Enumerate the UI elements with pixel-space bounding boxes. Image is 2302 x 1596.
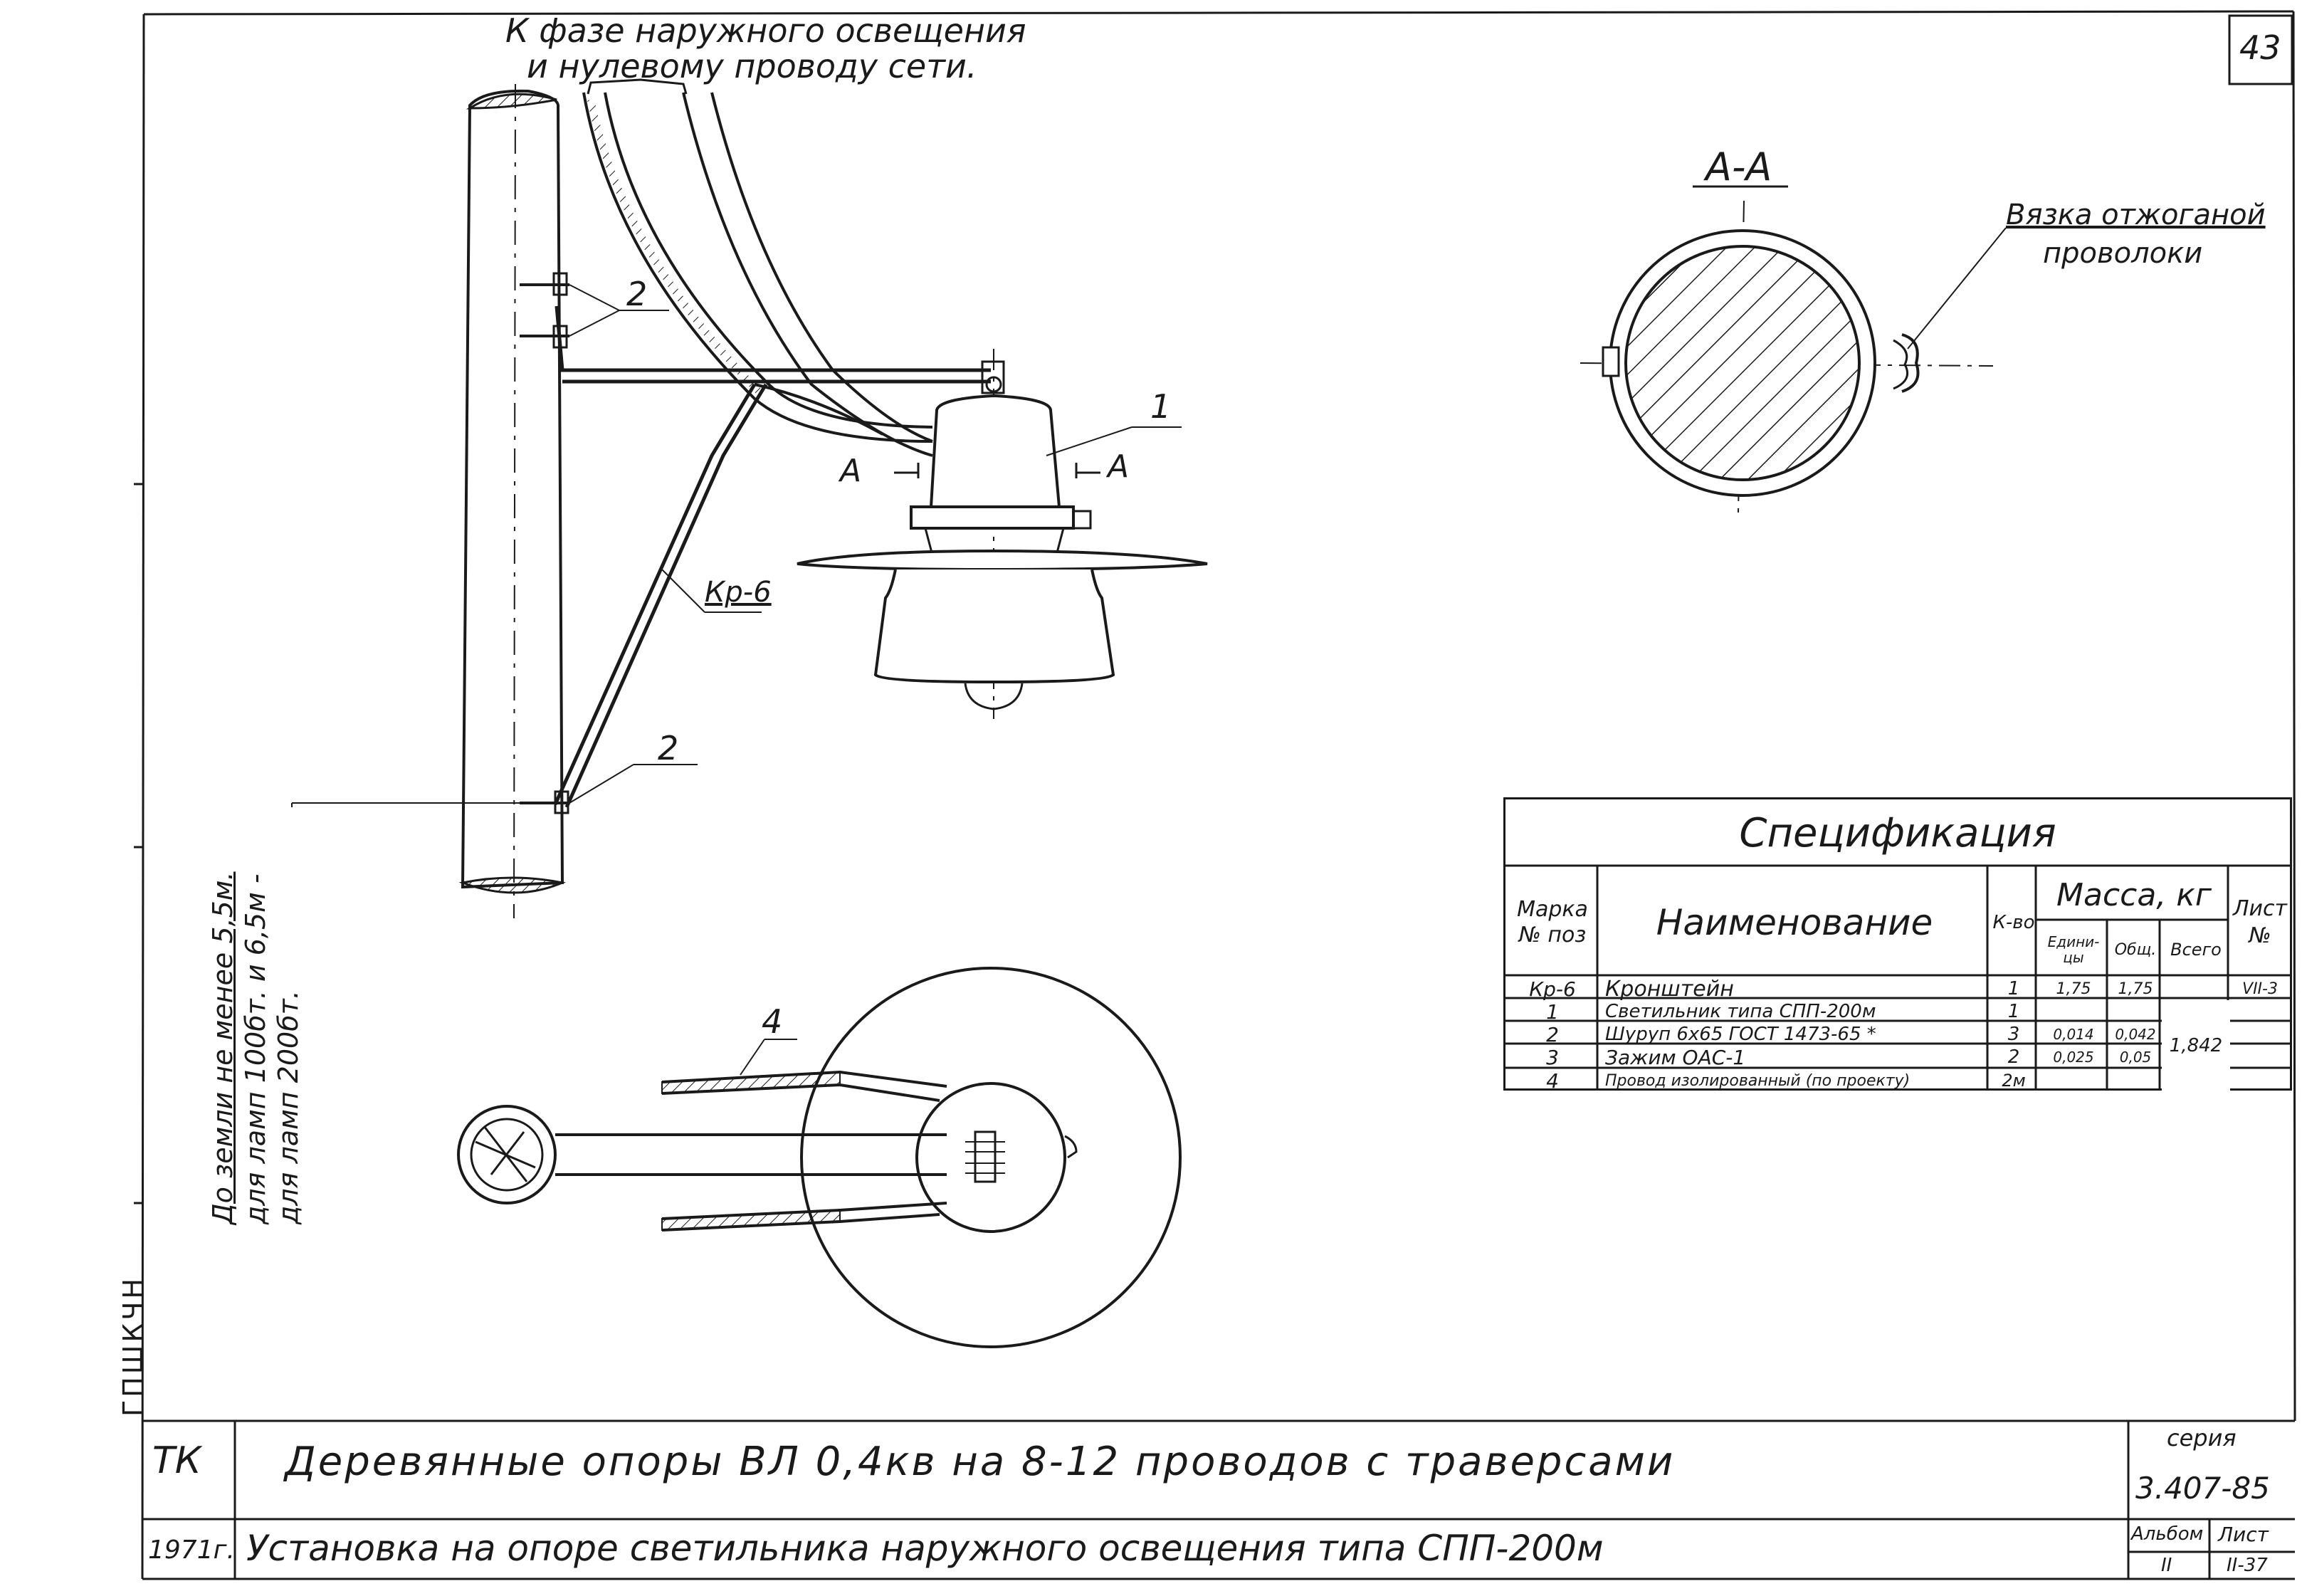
row-mark: Кр-6 xyxy=(1529,977,1576,1000)
row-sheet xyxy=(2230,1000,2290,1023)
section-cut-left: А xyxy=(840,453,862,489)
pos-label-1: 1 xyxy=(1150,387,1172,426)
row-qty: 2 xyxy=(2007,1046,2020,1068)
tb-series-value: 3.407-85 xyxy=(2135,1471,2270,1506)
grand-total: 1,842 xyxy=(2162,1000,2230,1091)
section-aa xyxy=(1580,185,2249,513)
pos-label-2-bottom: 2 xyxy=(658,729,679,767)
binding-note-line2: проволоки xyxy=(2043,237,2203,270)
binding-note-line1: Вязка отжоганой xyxy=(2006,199,2266,231)
header-mark: Марка № поз xyxy=(1505,868,1599,977)
header-mass: Масса, кг xyxy=(2056,876,2212,913)
side-stamp: ГПШКЧН xyxy=(117,1276,149,1417)
row-name: Провод изолированный (по проекту) xyxy=(1605,1071,1911,1090)
row-qty: 1 xyxy=(2007,1001,2020,1022)
row-total-part: 1,75 xyxy=(2118,980,2153,998)
header-unit-line2: цы xyxy=(2063,949,2084,966)
tb-line1: Деревянные опоры ВЛ 0,4кв на 8-12 провод… xyxy=(285,1439,1676,1485)
tb-year: 1971г. xyxy=(148,1535,235,1565)
row-mark: 3 xyxy=(1546,1046,1559,1069)
header-name: Наименование xyxy=(1656,902,1933,943)
row-qty: 1 xyxy=(2007,978,2020,999)
bracket-leader xyxy=(661,569,762,613)
callout-top-line2: и нулевому проводу сети. xyxy=(527,47,977,85)
header-total-part: Общ. xyxy=(2114,940,2157,959)
sheet-number: 43 xyxy=(2239,28,2281,67)
title-block-grid xyxy=(142,1419,2295,1580)
row-unit xyxy=(2038,1000,2109,1023)
row-total-part xyxy=(2109,1070,2162,1091)
tb-sheet-label: Лист xyxy=(2218,1523,2269,1546)
row-unit xyxy=(2038,1070,2109,1091)
height-note-line2: для ламп 100бт. и 6,5м - xyxy=(240,873,271,1224)
header-unit: Едини- цы xyxy=(2038,922,2109,977)
header-unit-line1: Едини- xyxy=(2047,933,2100,950)
row-qty: 3 xyxy=(2007,1024,2020,1045)
row-mark: 2 xyxy=(1546,1023,1559,1046)
incoming-wires xyxy=(582,78,933,457)
height-note-line3: для ламп 200бт. xyxy=(273,990,304,1224)
pos-label-4: 4 xyxy=(762,1002,783,1041)
header-mark-line1: Марка xyxy=(1517,897,1588,922)
callout-top-line1: К фазе наружного освещения xyxy=(505,11,1026,50)
header-sheet-line2: № xyxy=(2249,923,2271,948)
row-total-part xyxy=(2109,1000,2162,1023)
header-total: Всего xyxy=(2170,940,2222,960)
header-qty: К-во xyxy=(1992,912,2035,933)
row-mark: 1 xyxy=(1546,1000,1559,1023)
height-note: До земли не менее 5,5м. для ламп 100бт. … xyxy=(206,871,305,1224)
bracket-kr6 xyxy=(520,272,991,814)
pole-elevation xyxy=(458,83,567,919)
row-sheet: VII-3 xyxy=(2242,980,2278,998)
row-unit: 1,75 xyxy=(2056,980,2091,998)
row-name: Зажим ОАС-1 xyxy=(1605,1046,1746,1069)
row-unit: 0,014 xyxy=(2053,1026,2094,1043)
row-total-part: 0,05 xyxy=(2119,1049,2152,1066)
bracket-label: Кр-6 xyxy=(705,576,772,609)
tb-org: ТК xyxy=(152,1439,201,1482)
row-total-part: 0,042 xyxy=(2115,1026,2156,1043)
row-sheet xyxy=(2230,1046,2290,1069)
tb-album-label: Альбом xyxy=(2131,1523,2204,1545)
spec-table: Спецификация Марка № поз Наименование К-… xyxy=(1503,797,2292,1091)
tb-sheet-value: II-37 xyxy=(2227,1555,2268,1576)
lamp-fixture xyxy=(797,349,1208,719)
row-sheet xyxy=(2230,1070,2290,1091)
spec-table-grid xyxy=(1503,864,2292,1091)
row-qty: 2м xyxy=(2002,1071,2026,1091)
section-cut-right: А xyxy=(1108,448,1130,485)
row-mark: 4 xyxy=(1546,1070,1559,1091)
tb-series-label: серия xyxy=(2167,1424,2237,1451)
row-unit: 0,025 xyxy=(2053,1049,2094,1066)
height-dimension xyxy=(291,802,562,807)
header-sheet: Лист № xyxy=(2230,868,2290,977)
row-name: Светильник типа СПП-200м xyxy=(1605,1001,1876,1022)
tb-album-value: II xyxy=(2161,1555,2172,1576)
header-mark-line2: № поз xyxy=(1518,923,1587,947)
row-name: Кронштейн xyxy=(1605,977,1734,1000)
plan-view xyxy=(457,967,1182,1348)
section-label: А-А xyxy=(1706,145,1772,189)
header-sheet-line1: Лист xyxy=(2232,896,2288,921)
height-note-line1: До земли не менее 5,5м. xyxy=(207,871,238,1224)
tb-line2: Установка на опоре светильника наружного… xyxy=(246,1528,1604,1569)
spec-title: Спецификация xyxy=(1739,810,2056,856)
sheet-frame xyxy=(134,10,2296,1580)
row-sheet xyxy=(2230,1023,2290,1046)
pos-label-2-top: 2 xyxy=(626,275,648,313)
row-name: Шуруп 6х65 ГОСТ 1473-65 * xyxy=(1605,1024,1876,1045)
